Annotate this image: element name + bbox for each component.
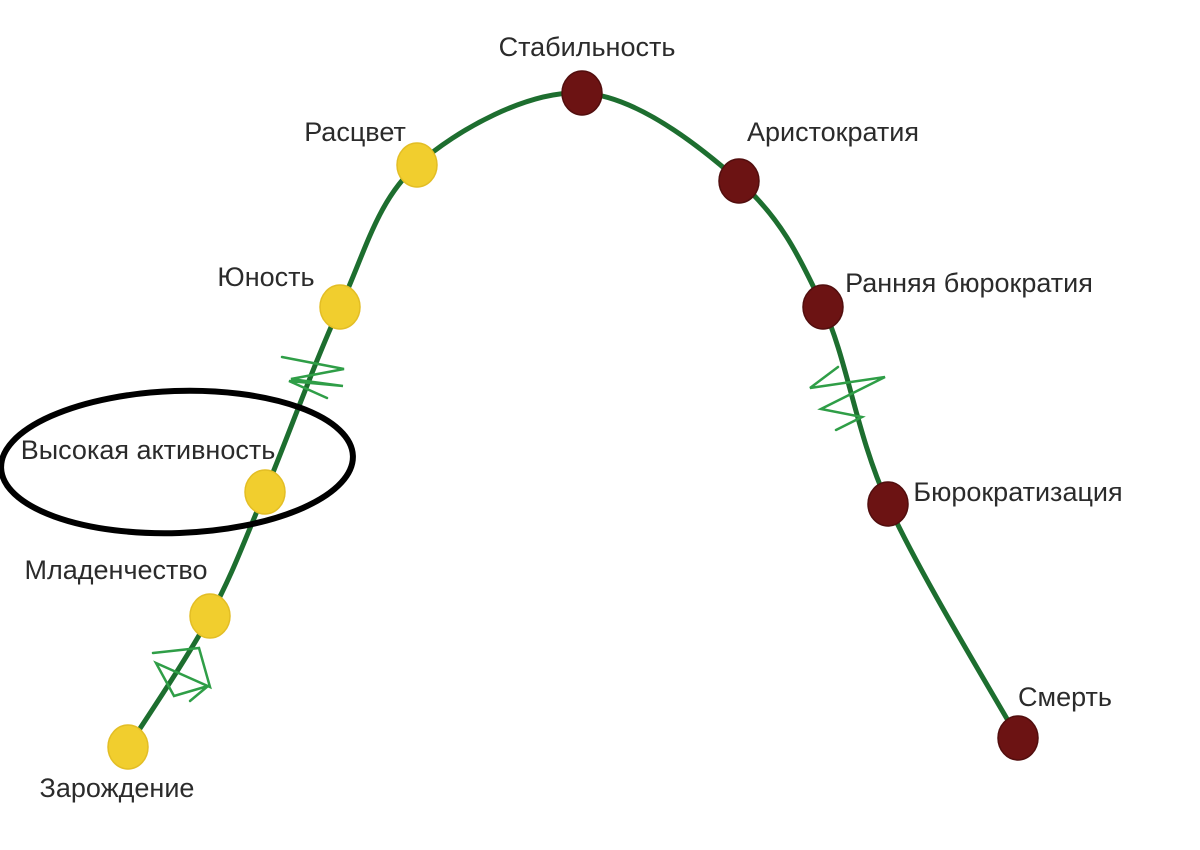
stage-dot-aristocracy — [718, 158, 760, 204]
stage-label-prime: Расцвет — [304, 117, 406, 147]
stage-label-bureaucratization: Бюрократизация — [913, 477, 1122, 507]
stage-label-early-bureaucracy: Ранняя бюрократия — [845, 268, 1093, 298]
stage-dot-bureaucratization — [867, 481, 909, 527]
curve-break-mark — [151, 646, 212, 703]
stage-label-adolescence: Юность — [217, 262, 314, 292]
stage-dot-go-go — [244, 469, 286, 515]
stage-dot-early-bureaucracy — [802, 284, 844, 330]
stage-dot-death — [997, 715, 1039, 761]
stage-dot-adolescence — [319, 284, 361, 330]
stage-label-go-go: Высокая активность — [21, 435, 276, 465]
lifecycle-curve — [125, 90, 1021, 750]
stage-label-infancy: Младенчество — [25, 555, 208, 585]
curve-break-mark — [280, 355, 345, 400]
stage-label-birth: Зарождение — [40, 773, 195, 803]
stage-label-aristocracy: Аристократия — [747, 117, 919, 147]
stage-label-stability: Стабильность — [499, 32, 676, 62]
stage-dot-birth — [107, 724, 149, 770]
stage-dot-stability — [561, 70, 603, 116]
stage-label-death: Смерть — [1018, 682, 1112, 712]
stage-dot-prime — [396, 142, 438, 188]
curve-break-mark — [809, 365, 886, 432]
stage-dot-infancy — [189, 593, 231, 639]
highlight-ellipse — [0, 387, 356, 537]
